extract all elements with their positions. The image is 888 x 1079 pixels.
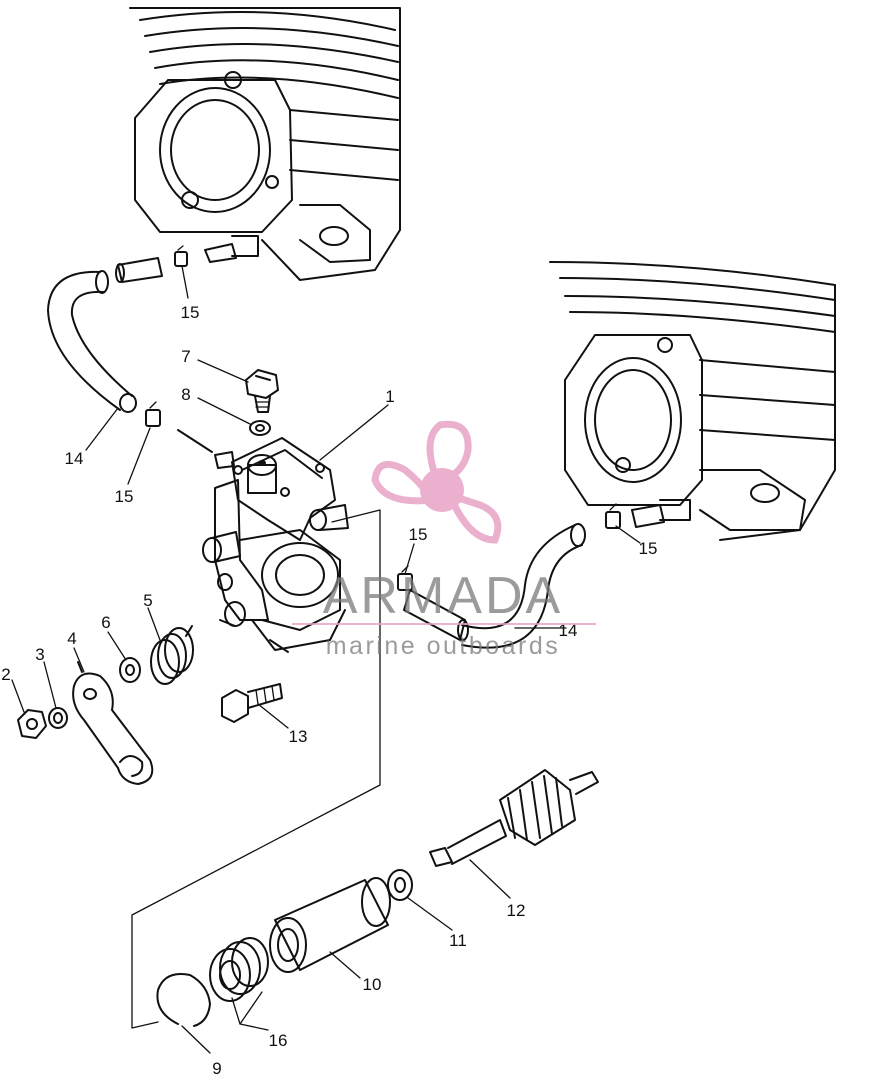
assembly-guide-line (131, 509, 381, 1029)
drive-gear-shaft (429, 769, 599, 867)
oil-seal (209, 937, 269, 1002)
callout-15-top: 15 (181, 303, 200, 322)
sealing-washer (249, 420, 271, 436)
callout-12: 12 (507, 901, 526, 920)
hex-nut (17, 709, 47, 739)
callout-2: 2 (1, 665, 10, 684)
callout-15-left: 15 (115, 487, 134, 506)
hose-clamp-1 (174, 245, 188, 267)
callout-15-center: 15 (409, 525, 428, 544)
flat-washer (119, 657, 141, 683)
hose-clamp-4 (605, 503, 621, 529)
armada-watermark: ARMADA marine outboards (292, 420, 596, 660)
callout-16: 16 (269, 1031, 288, 1050)
callout-14-right: 14 (559, 621, 578, 640)
callout-14-left: 14 (65, 449, 84, 468)
callout-10: 10 (363, 975, 382, 994)
callout-6: 6 (101, 613, 110, 632)
engine-cylinder-upper (129, 7, 401, 281)
callout-15-right: 15 (639, 539, 658, 558)
return-spring (150, 625, 194, 685)
gear-bushing (269, 877, 391, 973)
control-lever (72, 661, 154, 785)
callout-1: 1 (385, 387, 394, 406)
oil-hose-right (403, 523, 586, 649)
callouts: 1 2 3 4 5 6 7 8 9 10 11 12 13 14 14 15 1… (1, 303, 657, 1078)
callout-3: 3 (35, 645, 44, 664)
engine-cylinder-right (549, 261, 836, 541)
leader-lines (11, 265, 641, 1054)
watermark-brand: ARMADA (323, 567, 563, 625)
watermark-tagline: marine outboards (326, 632, 561, 660)
mounting-bolt (221, 683, 283, 723)
lock-washer (48, 707, 68, 729)
propeller-logo-icon (371, 420, 502, 544)
callout-13: 13 (289, 727, 308, 746)
callout-11: 11 (449, 931, 467, 950)
hose-clamp-2 (145, 401, 161, 427)
oil-hose-left (47, 257, 163, 413)
thrust-washer (387, 869, 413, 901)
callout-8: 8 (181, 385, 190, 404)
callout-9: 9 (212, 1059, 221, 1078)
callout-7: 7 (181, 347, 190, 366)
callout-4: 4 (67, 629, 76, 648)
banjo-bolt (245, 369, 279, 413)
oil-pump (177, 429, 349, 653)
callout-5: 5 (143, 591, 152, 610)
snap-ring (156, 973, 211, 1027)
